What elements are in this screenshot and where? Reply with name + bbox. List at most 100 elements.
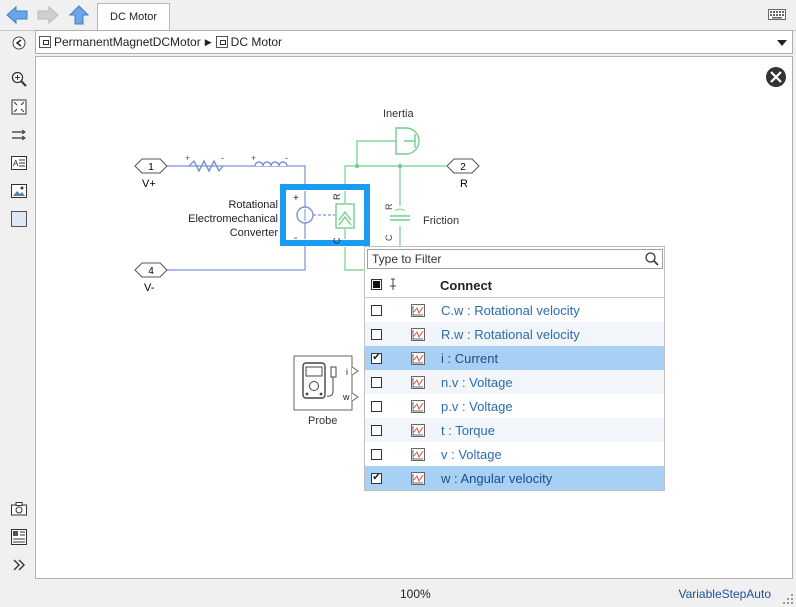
converter-label-line-2: Electromechanical bbox=[188, 213, 278, 225]
inertia-block[interactable]: Inertia bbox=[383, 108, 420, 155]
annotation-icon[interactable]: A bbox=[10, 154, 28, 172]
signal-row[interactable]: n.v : Voltage bbox=[365, 370, 664, 394]
tab-dc-motor[interactable]: DC Motor bbox=[97, 3, 171, 30]
up-icon[interactable] bbox=[68, 5, 90, 25]
friction-port-r: R bbox=[384, 203, 394, 210]
keyboard-icon[interactable] bbox=[768, 9, 786, 20]
port-4[interactable]: 4 V- bbox=[134, 262, 168, 294]
signal-checkbox[interactable]: ✔ bbox=[371, 472, 382, 484]
breadcrumb-root[interactable]: PermanentMagnetDCMotor bbox=[54, 35, 201, 49]
friction-port-c: C bbox=[384, 234, 394, 241]
top-toolbar: DC Motor bbox=[0, 0, 796, 31]
signal-row[interactable]: R.w : Rotational velocity bbox=[365, 322, 664, 346]
converter-port-c: C bbox=[332, 237, 342, 244]
diagram: + - + - 1 V+ 4 V- bbox=[134, 67, 786, 427]
filter-box bbox=[367, 249, 663, 269]
back-icon[interactable] bbox=[6, 5, 28, 25]
inductor-block: + - bbox=[251, 153, 288, 167]
signal-row[interactable]: t : Torque bbox=[365, 418, 664, 442]
hide-show-browser-icon[interactable] bbox=[10, 34, 28, 52]
signal-label: p.v : Voltage bbox=[441, 398, 513, 414]
signal-chart-icon bbox=[411, 375, 425, 389]
signal-chart-icon bbox=[411, 471, 425, 485]
inductor-plus: + bbox=[251, 153, 256, 163]
image-icon[interactable] bbox=[10, 182, 28, 200]
signal-checkbox[interactable]: ✔ bbox=[371, 352, 382, 364]
probe-block[interactable]: i w Probe bbox=[293, 355, 359, 427]
breadcrumb: PermanentMagnetDCMotor ▶ DC Motor bbox=[39, 35, 282, 49]
port-4-label: V- bbox=[144, 282, 155, 294]
breadcrumb-separator-icon: ▶ bbox=[204, 36, 212, 47]
converter-label-line-1: Rotational bbox=[228, 199, 278, 211]
signal-label: t : Torque bbox=[441, 422, 495, 438]
model-icon bbox=[39, 36, 51, 48]
filter-input[interactable] bbox=[368, 251, 644, 267]
signal-row[interactable]: ✔i : Current bbox=[365, 346, 664, 370]
signal-chart-icon bbox=[411, 423, 425, 437]
expand-icon[interactable] bbox=[10, 556, 28, 574]
resistor-block: + - bbox=[185, 153, 224, 173]
subsystem-icon bbox=[215, 36, 228, 48]
zoom-icon[interactable] bbox=[10, 70, 28, 88]
friction-label: Friction bbox=[423, 215, 459, 227]
breadcrumb-current[interactable]: DC Motor bbox=[230, 35, 282, 49]
converter-port-plus: + bbox=[293, 193, 299, 204]
fit-to-view-icon[interactable] bbox=[10, 98, 28, 116]
address-dropdown-icon[interactable] bbox=[777, 36, 787, 50]
signal-row[interactable]: C.w : Rotational velocity bbox=[365, 298, 664, 322]
connect-header: Connect bbox=[440, 277, 492, 293]
probe-port-w: w bbox=[342, 392, 350, 402]
signal-checkbox[interactable] bbox=[371, 376, 382, 388]
mechanical-wires bbox=[344, 140, 447, 271]
left-palette: A bbox=[0, 30, 35, 585]
resistor-plus: + bbox=[185, 153, 190, 163]
property-inspector-icon[interactable] bbox=[10, 528, 28, 546]
signal-label: v : Voltage bbox=[441, 446, 502, 462]
inertia-label: Inertia bbox=[383, 108, 414, 120]
signal-chart-icon bbox=[411, 399, 425, 413]
select-all-checkbox[interactable] bbox=[371, 279, 382, 290]
signal-checkbox[interactable] bbox=[371, 328, 382, 340]
signal-chart-icon bbox=[411, 447, 425, 461]
signal-checkbox[interactable] bbox=[371, 304, 382, 316]
signal-chart-icon bbox=[411, 303, 425, 317]
port-2[interactable]: 2 R bbox=[446, 158, 480, 190]
signal-row[interactable]: p.v : Voltage bbox=[365, 394, 664, 418]
solver-link[interactable]: VariableStepAuto bbox=[678, 587, 771, 601]
signal-chart-icon bbox=[411, 351, 425, 365]
signal-label: C.w : Rotational velocity bbox=[441, 302, 580, 318]
signal-checkbox[interactable] bbox=[371, 448, 382, 460]
zoom-level: 100% bbox=[400, 587, 431, 601]
converter-port-r: R bbox=[332, 193, 342, 200]
area-icon[interactable] bbox=[10, 210, 28, 228]
port-4-number: 4 bbox=[148, 266, 154, 277]
resistor-minus: - bbox=[221, 153, 224, 163]
search-icon[interactable] bbox=[645, 252, 659, 269]
close-icon[interactable] bbox=[766, 67, 786, 87]
signal-checkbox[interactable] bbox=[371, 400, 382, 412]
port-2-label: R bbox=[460, 178, 468, 190]
port-1[interactable]: 1 V+ bbox=[134, 158, 168, 190]
signal-routing-icon[interactable] bbox=[10, 126, 28, 144]
popup-header: Connect bbox=[365, 273, 664, 298]
address-bar: PermanentMagnetDCMotor ▶ DC Motor bbox=[35, 30, 793, 54]
port-1-number: 1 bbox=[148, 162, 154, 173]
resize-grip-icon bbox=[783, 593, 793, 607]
signal-row[interactable]: ✔w : Angular velocity bbox=[365, 466, 664, 490]
camera-icon[interactable] bbox=[10, 500, 28, 518]
converter-port-minus: - bbox=[294, 233, 297, 244]
probe-port-i: i bbox=[346, 367, 348, 377]
probe-label: Probe bbox=[308, 415, 337, 427]
signal-label: n.v : Voltage bbox=[441, 374, 513, 390]
signal-row[interactable]: v : Voltage bbox=[365, 442, 664, 466]
friction-block[interactable]: R C Friction bbox=[384, 203, 459, 241]
signal-checkbox[interactable] bbox=[371, 424, 382, 436]
pin-icon[interactable] bbox=[388, 277, 398, 294]
inductor-minus: - bbox=[285, 153, 288, 163]
signal-chart-icon bbox=[411, 327, 425, 341]
signal-label: R.w : Rotational velocity bbox=[441, 326, 580, 342]
port-1-label: V+ bbox=[142, 178, 156, 190]
forward-icon[interactable] bbox=[37, 5, 59, 25]
rotational-electromechanical-converter[interactable]: + - R C Rotational Electromechanical Con… bbox=[188, 184, 370, 246]
